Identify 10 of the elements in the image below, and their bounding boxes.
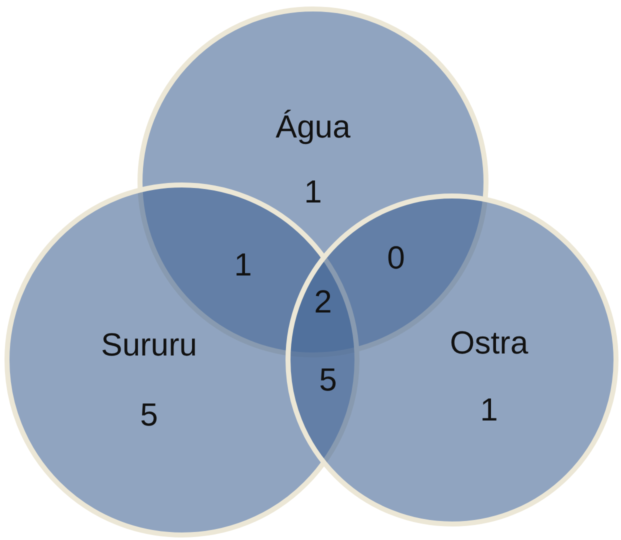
set-count: 1	[304, 174, 322, 210]
set-count: 1	[480, 392, 498, 428]
overlap-count: 0	[387, 240, 405, 276]
overlap-count: 2	[314, 284, 332, 320]
set-name: Sururu	[100, 326, 198, 364]
set-name: Água	[276, 108, 350, 146]
set-count: 5	[140, 396, 158, 434]
set-name: Ostra	[450, 324, 528, 362]
overlap-count: 5	[319, 362, 337, 398]
overlap-count: 1	[234, 246, 252, 284]
